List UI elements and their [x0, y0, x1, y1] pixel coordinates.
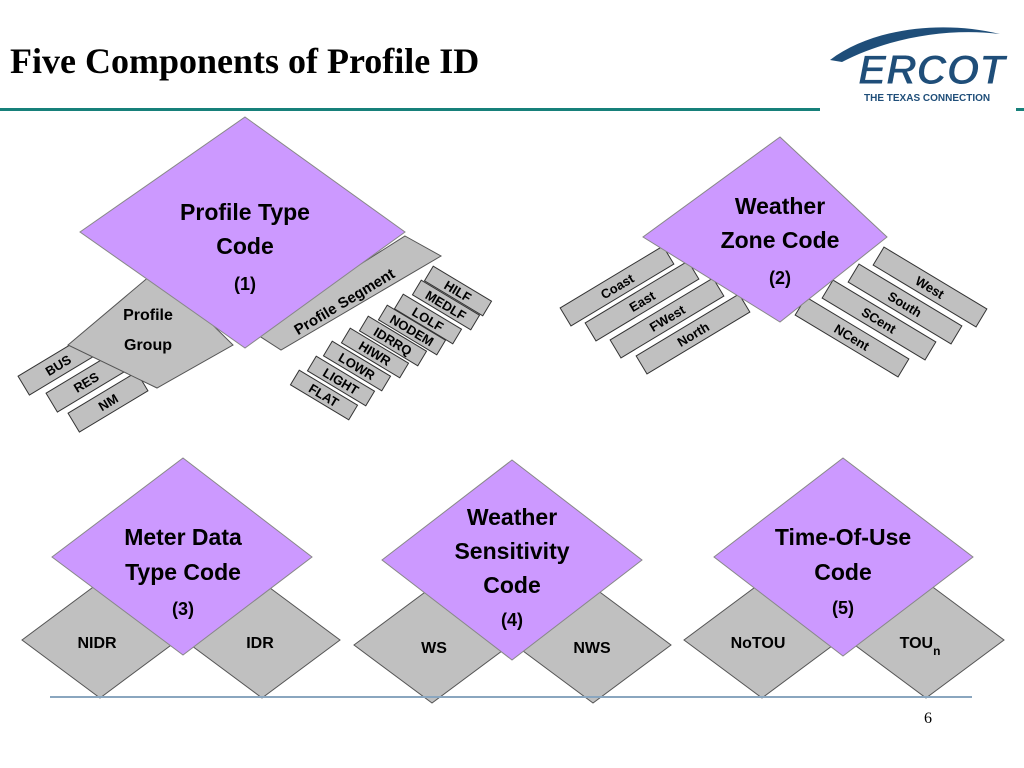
sensitivity-name-1: Weather	[467, 504, 557, 530]
meter-name-1: Meter Data	[124, 524, 242, 550]
sensitivity-option-2: NWS	[573, 640, 611, 657]
title-underline	[0, 108, 820, 111]
tou-name-1: Time-Of-Use	[775, 524, 911, 550]
slide-title: Five Components of Profile ID	[10, 41, 480, 81]
meter-option-2: IDR	[246, 635, 274, 652]
footer-rule	[50, 696, 972, 698]
weather-zone-number: (2)	[769, 268, 791, 288]
meter-data-type-component: NIDR IDR Meter Data Type Code (3)	[21, 457, 341, 699]
profile-type-name-1: Profile Type	[180, 199, 310, 225]
meter-option-1: NIDR	[77, 635, 117, 652]
logo-tagline: THE TEXAS CONNECTION	[864, 93, 990, 104]
logo-brand: ERCOT	[858, 46, 1008, 93]
weather-zone-diamond: Weather Zone Code (2)	[642, 136, 888, 323]
time-of-use-component: NoTOU TOUn Time-Of-Use Code (5)	[683, 457, 1005, 699]
profile-group-shape: Profile Group	[67, 269, 234, 389]
profile-group-label-2: Group	[124, 337, 172, 354]
sensitivity-name-2: Sensitivity	[454, 538, 569, 564]
tou-option-2: TOUn	[900, 635, 941, 658]
title-underline-end	[1016, 108, 1024, 111]
tou-name-2: Code	[814, 559, 872, 585]
tou-number: (5)	[832, 598, 854, 618]
sensitivity-name-3: Code	[483, 572, 541, 598]
tou-option-2-subscript: n	[933, 644, 940, 658]
meter-number: (3)	[172, 599, 194, 619]
page-number: 6	[924, 710, 932, 727]
logo-swoosh	[830, 27, 1000, 62]
profile-type-name-2: Code	[216, 233, 274, 259]
tou-option-2-base: TOU	[900, 635, 933, 652]
weather-sensitivity-component: WS NWS Weather Sensitivity Code (4)	[353, 459, 672, 704]
profile-type-diamond: Profile Type Code (1)	[79, 116, 406, 349]
sensitivity-number: (4)	[501, 610, 523, 630]
ercot-logo: ERCOT THE TEXAS CONNECTION	[830, 27, 1009, 104]
profile-group-code-nm: NM	[67, 371, 149, 433]
weather-zone-code-south: South	[847, 263, 963, 345]
profile-group-label-1: Profile	[123, 307, 173, 324]
weather-zone-code-west: West	[872, 246, 988, 328]
weather-zone-name-1: Weather	[735, 193, 825, 219]
profile-type-number: (1)	[234, 274, 256, 294]
meter-name-2: Type Code	[125, 559, 241, 585]
tou-option-1: NoTOU	[731, 635, 786, 652]
weather-zone-name-2: Zone Code	[721, 227, 840, 253]
sensitivity-option-1: WS	[421, 640, 447, 657]
